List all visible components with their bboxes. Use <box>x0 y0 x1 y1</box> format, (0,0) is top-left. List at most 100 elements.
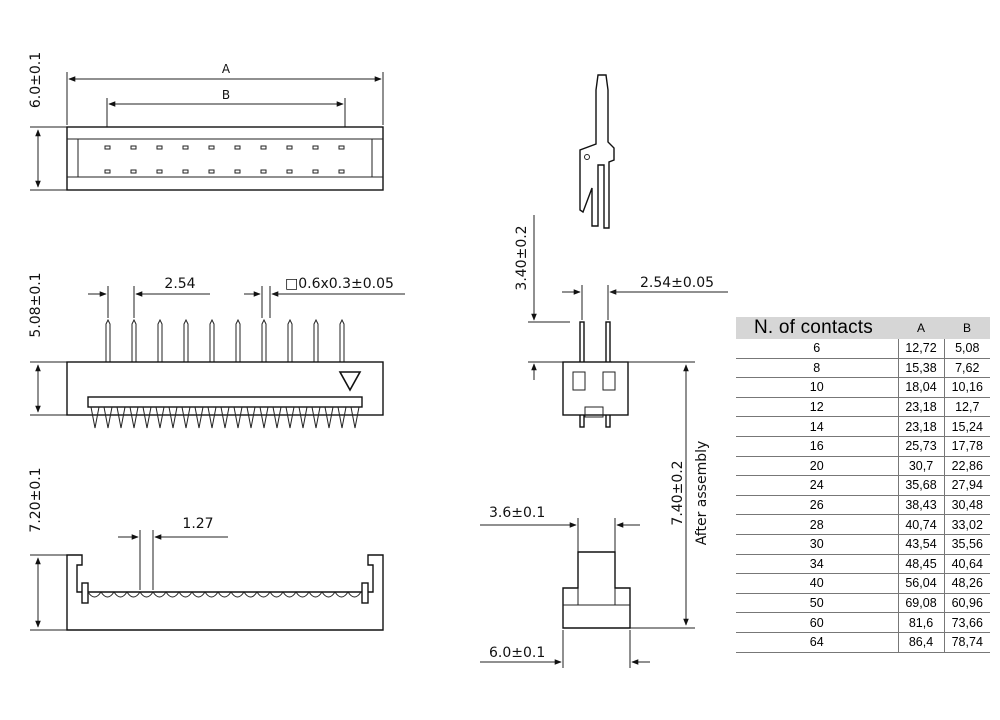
cell-a: 15,38 <box>897 358 945 379</box>
height-bottom-label: 7.20±0.1 <box>28 467 44 532</box>
pin <box>131 318 137 362</box>
header-a: A <box>898 317 944 339</box>
cell-b: 27,94 <box>944 475 990 496</box>
cell-b: 7,62 <box>944 358 990 379</box>
cell-b: 33,02 <box>944 514 990 535</box>
cell-contacts: 30 <box>736 534 898 555</box>
front-pin-row <box>105 318 345 362</box>
cell-a: 23,18 <box>897 397 945 418</box>
cell-contacts: 40 <box>736 573 898 594</box>
cell-b: 22,86 <box>944 456 990 477</box>
pin-square <box>208 169 215 174</box>
top-view: 6.0±0.1 A B <box>28 52 384 191</box>
side-pitch-label: 2.54±0.05 <box>640 275 714 291</box>
cell-a: 25,73 <box>897 436 945 457</box>
pin-square <box>156 145 163 150</box>
pin <box>287 318 293 362</box>
contact-tooth <box>337 406 347 429</box>
contact-tooth <box>233 406 243 429</box>
cell-contacts: 12 <box>736 397 898 418</box>
pin <box>209 318 215 362</box>
cell-a: 86,4 <box>897 632 945 653</box>
pin-one-marker-icon <box>338 371 362 392</box>
cell-contacts: 28 <box>736 514 898 535</box>
pin-height-label: 3.40±0.2 <box>514 225 530 290</box>
cell-b: 73,66 <box>944 612 990 633</box>
front-contact-teeth <box>90 406 360 429</box>
contact-tooth <box>155 406 165 429</box>
contact-tooth <box>259 406 269 429</box>
cell-a: 48,45 <box>897 554 945 575</box>
pin <box>235 318 241 362</box>
contact-tooth <box>350 406 360 429</box>
contact-tooth <box>272 406 282 429</box>
cell-contacts: 6 <box>736 339 898 359</box>
contact-tooth <box>246 406 256 429</box>
half-pitch-label: 1.27 <box>182 516 213 532</box>
cell-a: 40,74 <box>897 514 945 535</box>
contact-tooth <box>220 406 230 429</box>
pin-square <box>286 145 293 150</box>
pin-square <box>286 169 293 174</box>
pin-square <box>208 145 215 150</box>
pin-square <box>312 169 319 174</box>
cell-b: 60,96 <box>944 593 990 614</box>
top-pin-grid <box>104 145 345 174</box>
table-header-row: N. of contacts A B <box>736 317 990 339</box>
cell-b: 35,56 <box>944 534 990 555</box>
pin-square <box>234 169 241 174</box>
cell-a: 38,43 <box>897 495 945 516</box>
pin-square <box>338 169 345 174</box>
cell-b: 12,7 <box>944 397 990 418</box>
cell-contacts: 14 <box>736 416 898 437</box>
contact-tooth <box>207 406 217 429</box>
pin <box>261 318 267 362</box>
contact-tooth <box>194 406 204 429</box>
cell-contacts: 10 <box>736 377 898 398</box>
pin-square <box>260 169 267 174</box>
header-contacts: N. of contacts <box>736 317 898 339</box>
cell-contacts: 50 <box>736 593 898 614</box>
pin-square <box>182 145 189 150</box>
pin-square <box>130 145 137 150</box>
contact-tooth <box>181 406 191 429</box>
cell-b: 15,24 <box>944 416 990 437</box>
cell-a: 23,18 <box>897 416 945 437</box>
pin-square <box>338 145 345 150</box>
pin-section-label: □0.6x0.3±0.05 <box>285 276 394 292</box>
contact-tooth <box>142 406 152 429</box>
cell-a: 56,04 <box>897 573 945 594</box>
cell-contacts: 64 <box>736 632 898 653</box>
cell-contacts: 26 <box>736 495 898 516</box>
cell-contacts: 8 <box>736 358 898 379</box>
pin-square <box>234 145 241 150</box>
cell-contacts: 16 <box>736 436 898 457</box>
cell-b: 30,48 <box>944 495 990 516</box>
bottom-view: 7.20±0.1 1.27 <box>28 467 384 631</box>
cell-a: 69,08 <box>897 593 945 614</box>
pin-square <box>156 169 163 174</box>
dim-a-label: A <box>222 62 231 76</box>
pin <box>157 318 163 362</box>
width-top-label: 3.6±0.1 <box>489 505 545 521</box>
cell-b: 17,78 <box>944 436 990 457</box>
height-top-label: 6.0±0.1 <box>28 52 44 108</box>
cell-a: 18,04 <box>897 377 945 398</box>
pin <box>183 318 189 362</box>
contact-tooth <box>168 406 178 429</box>
cell-b: 48,26 <box>944 573 990 594</box>
pin <box>339 318 345 362</box>
pin-detail <box>579 74 615 229</box>
contact-tooth <box>324 406 334 429</box>
